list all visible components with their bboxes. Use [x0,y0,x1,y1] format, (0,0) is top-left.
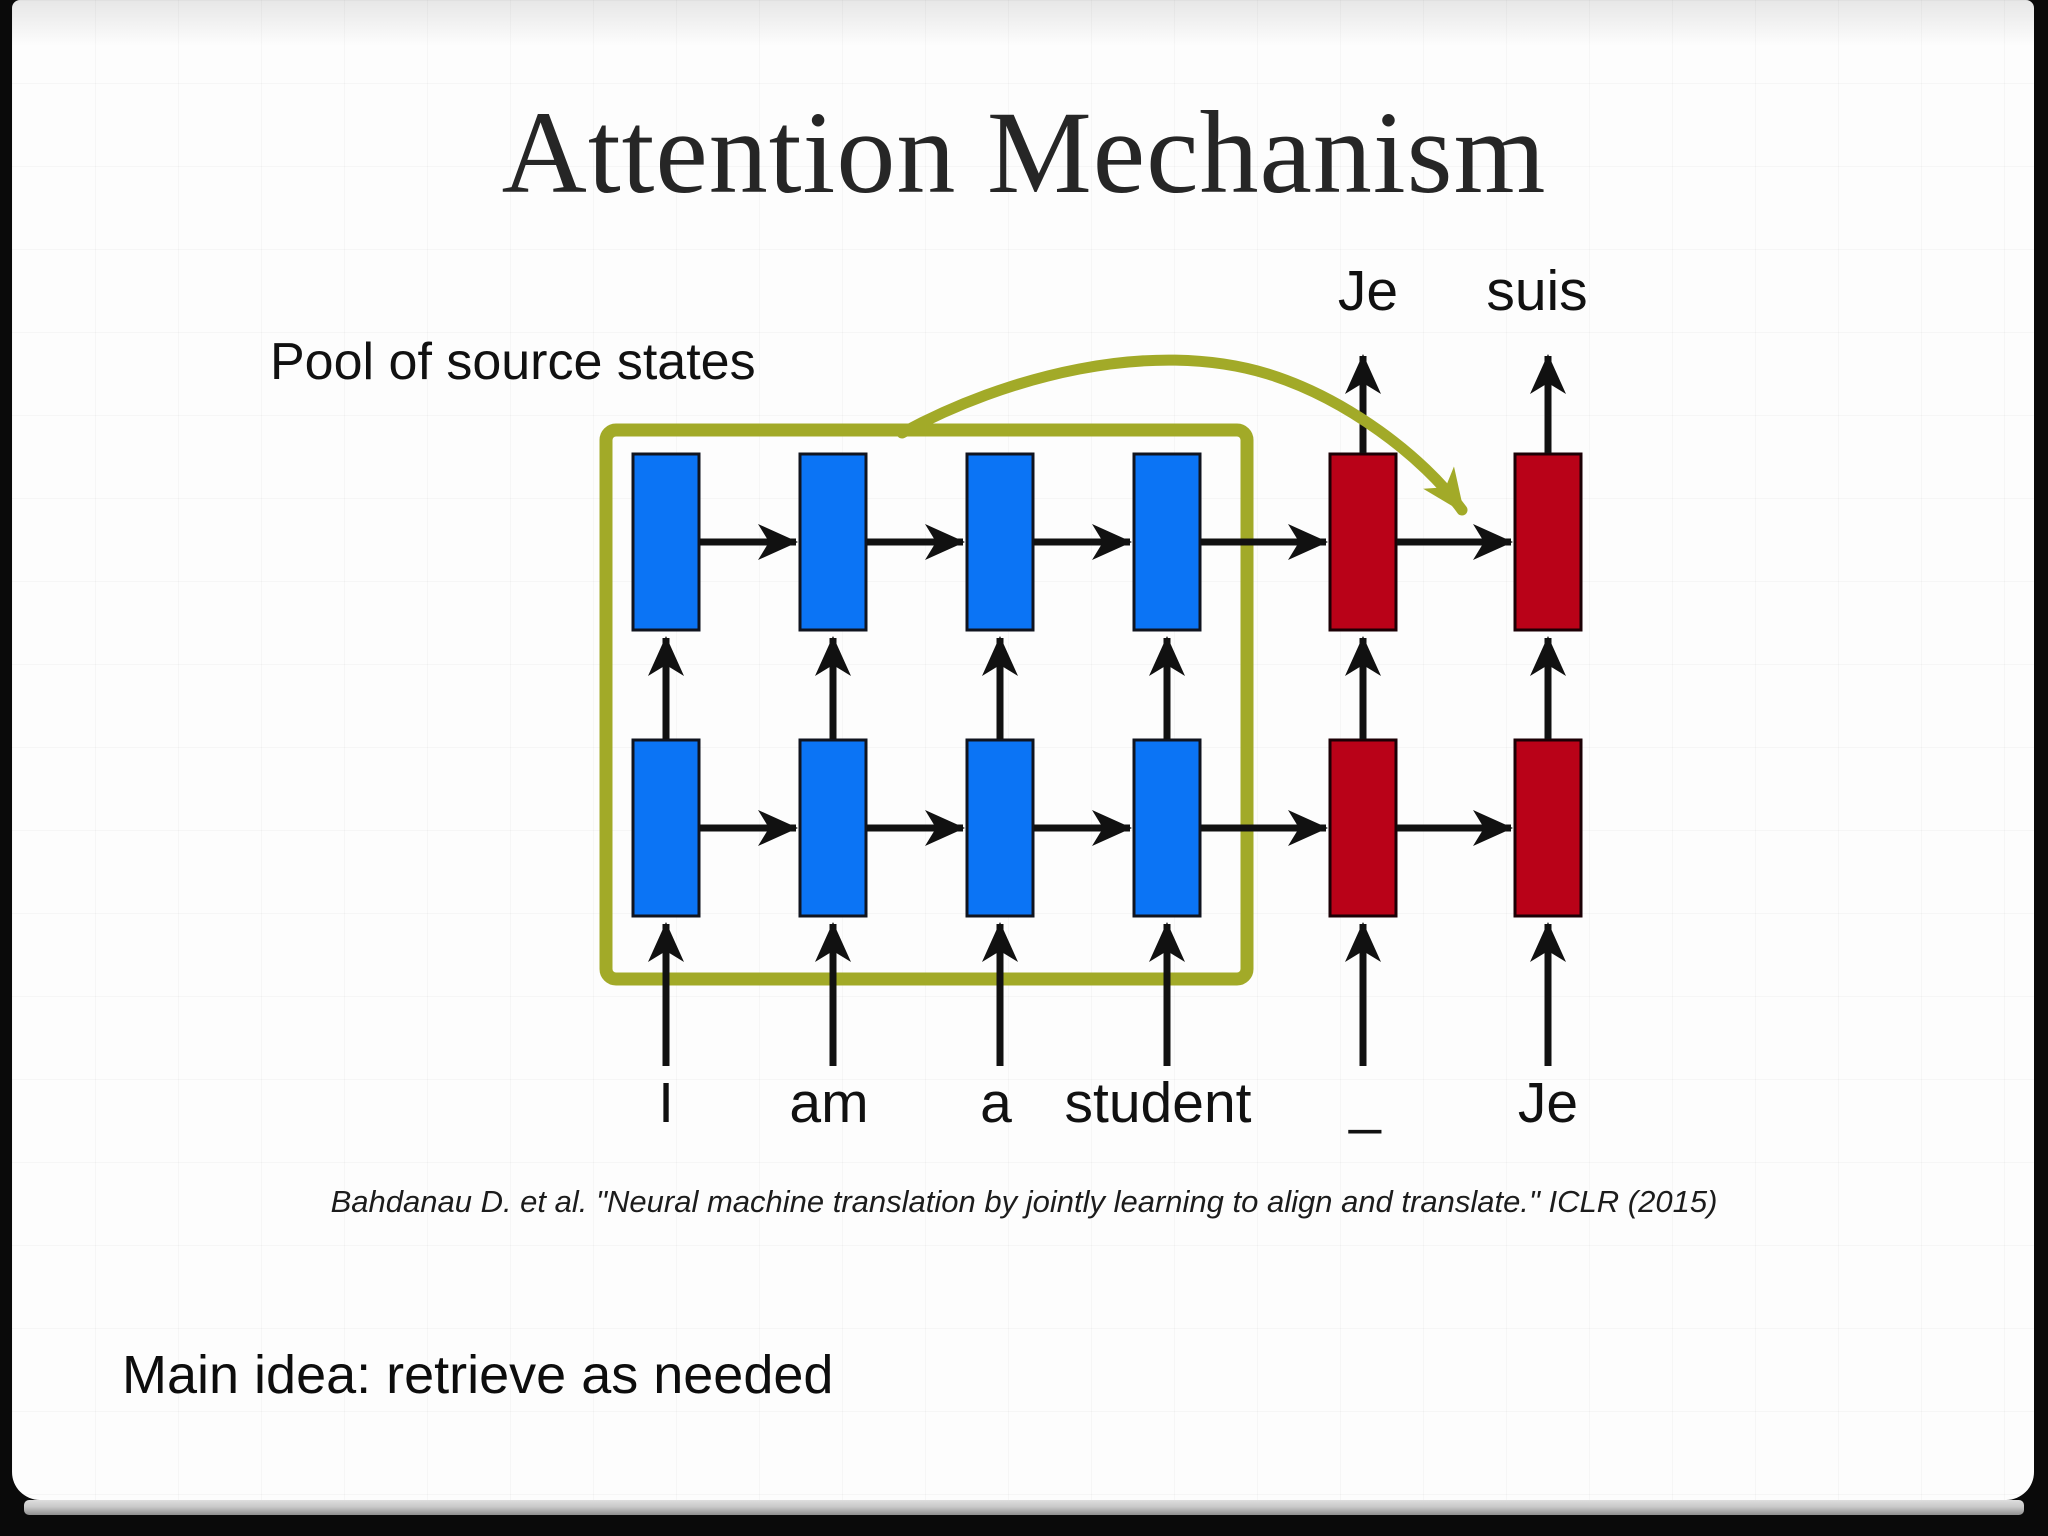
attention-retrieval-arrow [896,354,1468,516]
decoder-block-bottom-2 [1513,738,1583,918]
encoder-block-top-4 [1132,452,1202,632]
main-idea-text: Main idea: retrieve as needed [122,1345,834,1405]
input-word-student: student [1064,1071,1252,1135]
encoder-blocks [631,452,1202,918]
input-word-start-token: _ [1349,1071,1381,1135]
input-word-je: Je [1517,1071,1579,1135]
encoder-block-top-1 [631,452,701,632]
input-word-am: am [789,1071,869,1135]
output-word-je: Je [1337,259,1399,323]
decoder-blocks [1328,452,1583,918]
input-word-i: I [658,1071,674,1135]
slide-deck-edge [24,1500,2024,1515]
decoder-block-top-1 [1328,452,1398,632]
input-word-a: a [980,1071,1012,1135]
slide-top-shadow [12,0,2034,46]
citation-text: Bahdanau D. et al. "Neural machine trans… [330,1184,1718,1219]
decoder-block-top-2 [1513,452,1583,632]
flow-arrows [648,354,1566,1066]
encoder-block-bottom-2 [798,738,868,918]
pool-box [599,423,1254,986]
pool-of-source-states-label: Pool of source states [270,333,756,391]
output-word-suis: suis [1486,259,1588,323]
encoder-block-bottom-1 [631,738,701,918]
encoder-block-top-3 [965,452,1035,632]
encoder-block-bottom-3 [965,738,1035,918]
encoder-block-bottom-4 [1132,738,1202,918]
slide-title: Attention Mechanism [501,87,1547,218]
decoder-block-bottom-1 [1328,738,1398,918]
encoder-block-top-2 [798,452,868,632]
